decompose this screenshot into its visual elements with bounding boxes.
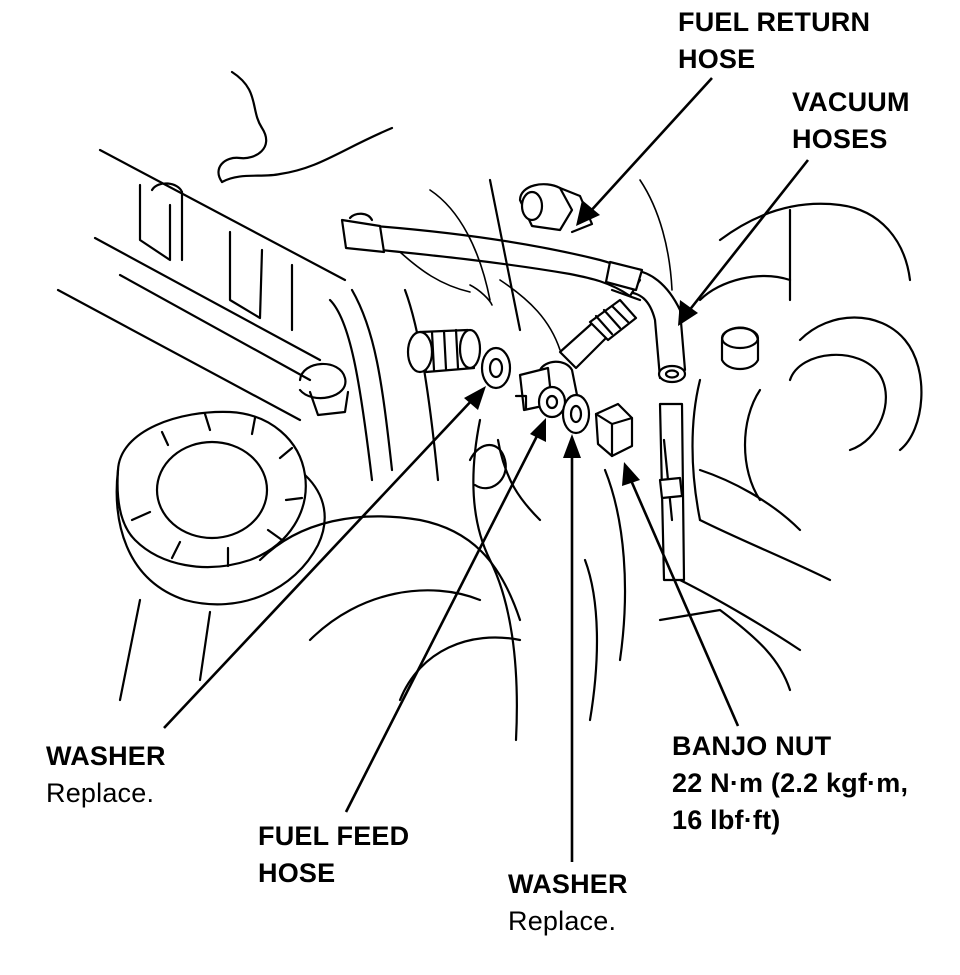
leader-fuel-feed	[344, 418, 546, 813]
label-fuel-return-hose: FUEL RETURN HOSE	[678, 4, 870, 78]
label-washer-bottom: WASHER Replace.	[508, 866, 628, 940]
oil-filler-cap	[115, 410, 326, 702]
lower-housing	[258, 418, 627, 742]
leader-vacuum	[678, 159, 810, 326]
vacuum-hose-assembly	[623, 268, 687, 582]
leader-fuel-return	[576, 77, 713, 226]
washer-left-part	[480, 346, 512, 390]
washer-left-title: WASHER	[46, 741, 166, 771]
leader-banjo-nut	[622, 462, 740, 727]
washer-bottom-part	[561, 393, 591, 435]
label-washer-left: WASHER Replace.	[46, 738, 166, 812]
washer-bottom-note: Replace.	[508, 906, 617, 936]
banjo-bolt	[406, 328, 482, 374]
label-banjo-nut: BANJO NUT 22 N·m (2.2 kgf·m, 16 lbf·ft)	[672, 728, 908, 839]
fuel-feed-line1: FUEL FEED	[258, 821, 410, 851]
leader-washer-bottom	[563, 434, 581, 862]
banjo-torque-line2: 16 lbf·ft)	[672, 805, 781, 835]
banjo-nut-part	[594, 402, 634, 458]
fuel-return-line1: FUEL RETURN	[678, 7, 871, 37]
fuel-return-line2: HOSE	[678, 44, 756, 74]
vacuum-line1: VACUUM	[792, 87, 910, 117]
vacuum-line2: HOSES	[792, 124, 888, 154]
leader-washer-left	[163, 386, 486, 729]
right-engine-block	[658, 202, 923, 692]
label-fuel-feed-hose: FUEL FEED HOSE	[258, 818, 409, 892]
label-vacuum-hoses: VACUUM HOSES	[792, 84, 910, 158]
pressure-regulator	[488, 178, 594, 332]
fuel-feed-line2: HOSE	[258, 858, 336, 888]
intake-manifold	[56, 70, 440, 482]
fuel-return-hose	[340, 212, 644, 302]
washer-bottom-title: WASHER	[508, 869, 628, 899]
washer-left-note: Replace.	[46, 778, 155, 808]
banjo-title: BANJO NUT	[672, 731, 832, 761]
banjo-torque-line1: 22 N·m (2.2 kgf·m,	[672, 768, 909, 798]
misc-linework	[399, 179, 673, 351]
